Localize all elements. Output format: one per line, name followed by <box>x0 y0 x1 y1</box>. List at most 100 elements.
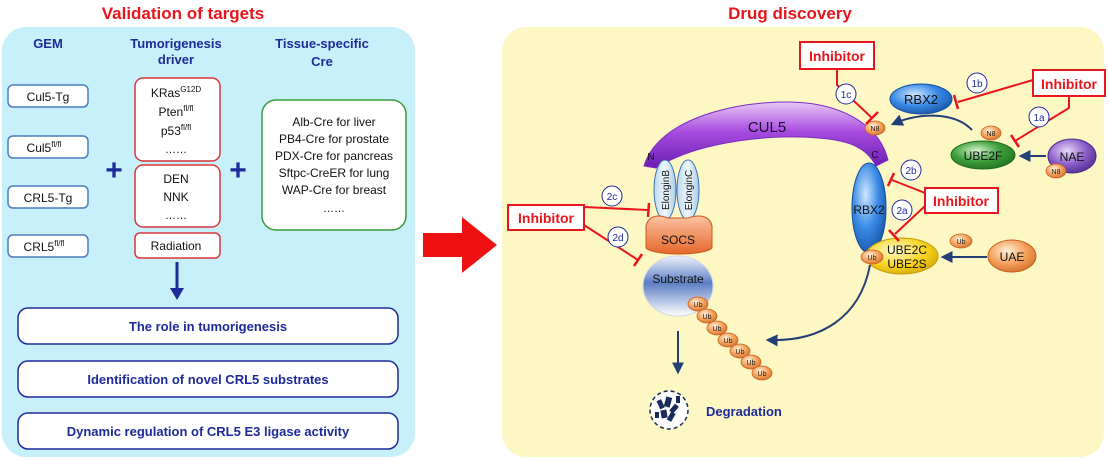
rbx2-vertical: RBX2 <box>851 162 887 254</box>
step-2c-label: 2c <box>607 192 618 203</box>
driver-chem-more: …… <box>165 210 187 222</box>
gem-cul5-flfl: Cul5fl/fl <box>7 135 89 159</box>
right-panel-background <box>502 27 1104 457</box>
cre-item-more: …… <box>323 203 345 215</box>
cul5-n-terminus: N <box>647 152 654 163</box>
inhibition-2c <box>583 202 651 218</box>
cre-item-2: PB4-Cre for prostate <box>279 132 389 146</box>
rbx2-top: RBX2 <box>889 83 953 115</box>
cul5-scaffold: CUL5 N C <box>643 101 889 169</box>
left-panel-title: Validation of targets <box>102 4 264 23</box>
outcome-role-tumorigenesis: The role in tumorigenesis <box>17 307 399 345</box>
driver-kras: KRas <box>151 86 180 100</box>
driver-radiation: Radiation <box>151 239 202 253</box>
svg-text:Ub: Ub <box>713 326 722 333</box>
step-1c-label: 1c <box>841 90 852 101</box>
right-panel-title: Drug discovery <box>728 4 852 23</box>
rbx2-vertical-label: RBX2 <box>853 203 885 217</box>
outcome-dynamic-regulation-label: Dynamic regulation of CRL5 E3 ligase act… <box>67 424 350 439</box>
outcome-role-tumorigenesis-label: The role in tumorigenesis <box>129 319 287 334</box>
plus-sign-left: + <box>105 154 123 187</box>
proteasome-icon <box>649 390 689 430</box>
ube2c-ube2s: UBE2C UBE2S <box>865 237 939 275</box>
driver-genes-box: KRasG12D Ptenfl/fl p53fl/fl …… <box>134 77 221 162</box>
step-1a: 1a <box>1028 106 1050 128</box>
ub-on-ube2: Ub <box>860 249 884 265</box>
driver-column-header-line1: Tumorigenesis <box>130 36 222 51</box>
gem-crl5-tg: CRL5-Tg <box>7 185 89 209</box>
inhibitor-right-label: Inhibitor <box>933 193 990 209</box>
inhibitor-right: Inhibitor <box>924 187 999 214</box>
socs-label: SOCS <box>661 233 695 247</box>
step-2a: 2a <box>891 199 913 221</box>
svg-text:Ub: Ub <box>694 302 703 309</box>
arrow-ube2f-to-cul5-n8 <box>890 114 973 131</box>
n8-on-nae: N8 <box>1045 163 1067 179</box>
step-1b: 1b <box>966 72 988 94</box>
poly-ub-4: Ub <box>717 332 739 348</box>
outcome-novel-substrates-label: Identification of novel CRL5 substrates <box>87 372 328 387</box>
driver-pten: Pten <box>159 105 184 119</box>
svg-text:Ub: Ub <box>703 314 712 321</box>
svg-text:CRL5fl/fl: CRL5fl/fl <box>24 239 65 254</box>
poly-ub-3: Ub <box>706 320 728 336</box>
gem-column-header: GEM <box>33 36 63 51</box>
elonginc-label: ElonginC <box>684 170 695 211</box>
uae-label: UAE <box>1000 250 1025 264</box>
socs: SOCS <box>645 215 713 255</box>
inhibition-1c <box>836 70 879 125</box>
cre-column-header-line1: Tissue-specific <box>275 36 369 51</box>
cul5-c-terminus: C <box>871 150 878 161</box>
n8-on-cul5: N8 <box>864 120 886 136</box>
svg-text:Ub: Ub <box>724 338 733 345</box>
outcome-dynamic-regulation: Dynamic regulation of CRL5 E3 ligase act… <box>17 412 399 450</box>
big-red-arrow <box>423 217 497 273</box>
driver-radiation-box: Radiation <box>134 232 221 259</box>
step-2b: 2b <box>900 159 922 181</box>
inhibitor-left-label: Inhibitor <box>518 210 575 226</box>
down-arrow-to-outcomes <box>170 262 184 300</box>
uae: UAE <box>987 239 1037 273</box>
cre-item-4: Sftpc-CreER for lung <box>279 166 390 180</box>
ub-free: Ub <box>949 233 973 249</box>
elonginb: ElonginB <box>653 159 677 221</box>
driver-genes-more: …… <box>165 144 187 156</box>
step-2a-label: 2a <box>896 206 908 217</box>
elonginb-label: ElonginB <box>661 170 672 210</box>
driver-pten-sup: fl/fl <box>183 104 193 113</box>
driver-chem-box: DEN NNK …… <box>134 164 221 228</box>
driver-den: DEN <box>163 172 188 186</box>
ub-free-label: Ub <box>957 239 966 246</box>
gem-crl5-flfl-base: CRL5 <box>24 240 55 254</box>
inhibitor-top-label: Inhibitor <box>809 48 866 64</box>
inhibitor-top-right: Inhibitor <box>1032 69 1106 97</box>
ube2c-label: UBE2C <box>887 243 927 257</box>
inhibitor-top-right-label: Inhibitor <box>1041 76 1098 92</box>
ube2f: UBE2F <box>950 140 1016 170</box>
step-1a-label: 1a <box>1033 113 1045 124</box>
gem-cul5-flfl-sup: fl/fl <box>51 140 61 149</box>
driver-kras-sup: G12D <box>180 85 201 94</box>
outcome-novel-substrates: Identification of novel CRL5 substrates <box>17 360 399 398</box>
n8-on-ube2f-label: N8 <box>987 131 996 138</box>
step-1b-label: 1b <box>971 79 983 90</box>
gem-cul5-flfl-base: Cul5 <box>27 141 52 155</box>
gem-cul5-tg: Cul5-Tg <box>7 84 89 108</box>
cre-item-1: Alb-Cre for liver <box>292 115 375 129</box>
gem-crl5-tg-label: CRL5-Tg <box>24 191 73 205</box>
driver-nnk: NNK <box>163 190 188 204</box>
inhibition-1a <box>1009 97 1070 148</box>
elonginc: ElonginC <box>676 159 700 221</box>
cre-column-header-line2: Cre <box>311 54 333 69</box>
n8-on-cul5-label: N8 <box>871 126 880 133</box>
rbx2-top-label: RBX2 <box>904 92 938 107</box>
arrow-ub-transfer <box>765 264 871 347</box>
n8-on-ube2f: N8 <box>980 125 1002 141</box>
cre-box: Alb-Cre for liver PB4-Cre for prostate P… <box>261 99 407 231</box>
gem-crl5-flfl: CRL5fl/fl <box>7 234 89 258</box>
n8-on-nae-label: N8 <box>1052 169 1061 176</box>
svg-text:Ptenfl/fl: Ptenfl/fl <box>159 104 194 119</box>
svg-text:p53fl/fl: p53fl/fl <box>161 123 191 138</box>
polyubiquitin-chain: Ub Ub Ub Ub Ub Ub Ub <box>687 296 773 381</box>
